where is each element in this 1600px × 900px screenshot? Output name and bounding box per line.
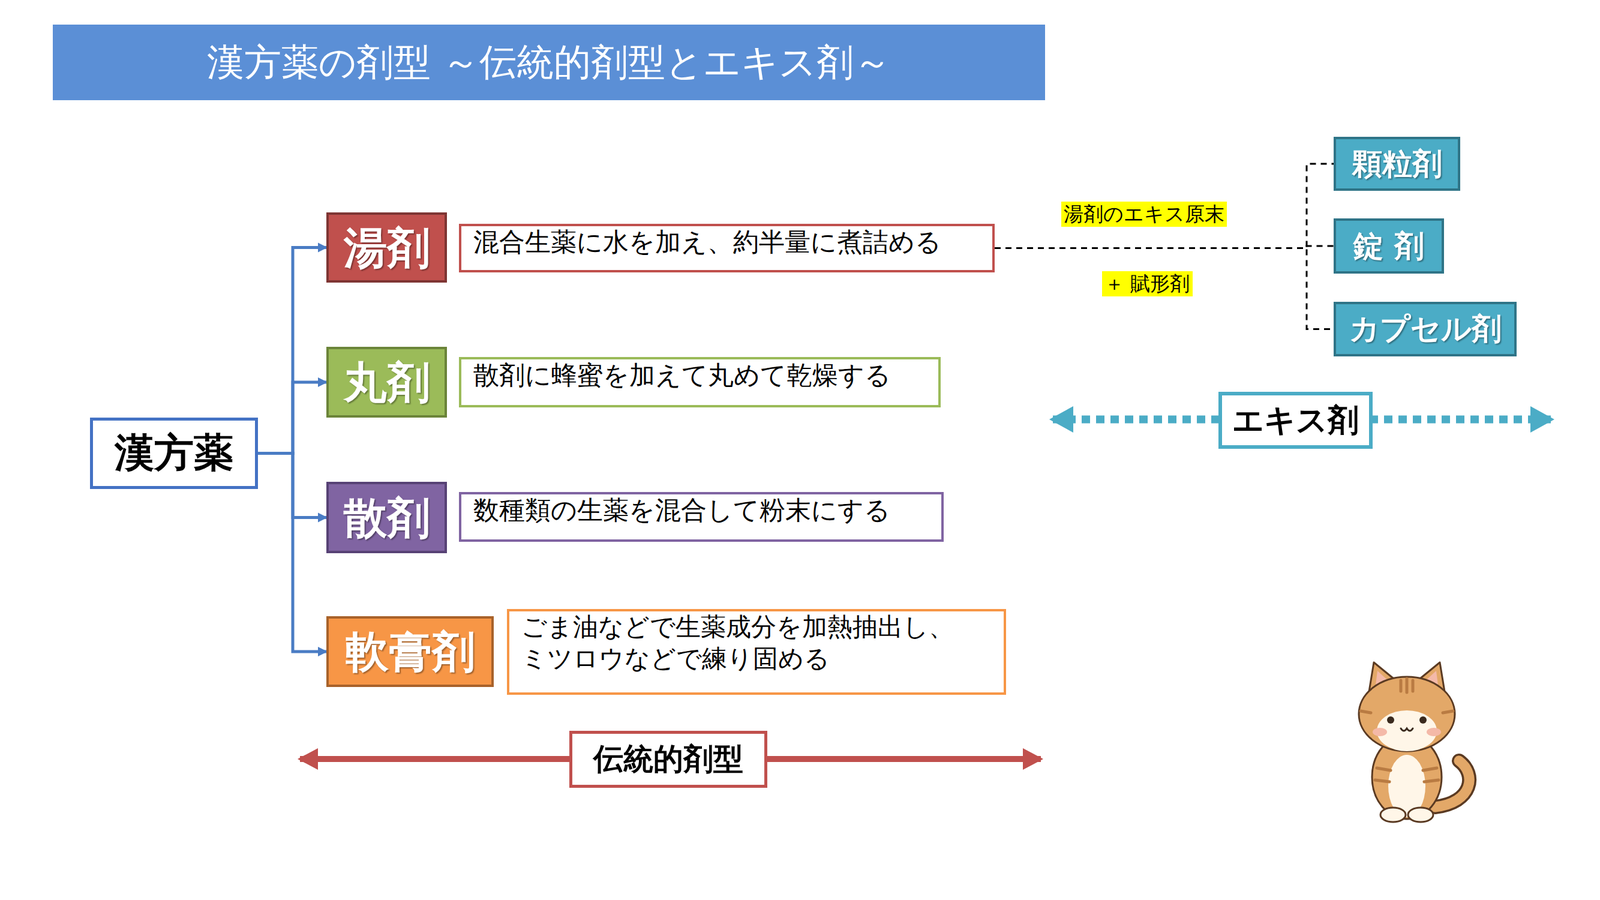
dosage-form-box: 軟膏剤 xyxy=(326,616,494,687)
title-banner: 漢方薬の剤型 ～伝統的剤型とエキス剤～ xyxy=(52,24,1046,101)
connector-group xyxy=(257,163,1334,652)
connector-line xyxy=(257,453,327,518)
node-text: 湯剤 xyxy=(343,220,431,275)
root-box: 漢方薬 xyxy=(89,417,258,489)
node-text: 丸剤 xyxy=(343,355,431,410)
node-text: 散剤に蜂蜜を加えて丸めて乾燥する xyxy=(473,359,891,392)
dosage-form-box: 丸剤 xyxy=(326,346,447,418)
annotation-label: ＋ 賦形剤 xyxy=(1102,271,1193,297)
node-text: 数種類の生薬を混合して粉末にする xyxy=(473,494,891,527)
node-text: ごま油などで生薬成分を加熱抽出し、 ミツロウなどで練り固める xyxy=(521,611,992,675)
branch-arrow xyxy=(257,453,327,518)
extract-form-box: カプセル剤 xyxy=(1333,301,1517,357)
dashed-connector xyxy=(994,248,1334,330)
branch-arrow xyxy=(257,247,327,454)
cat-illustration xyxy=(1358,662,1470,822)
description-box: 数種類の生薬を混合して粉末にする xyxy=(458,491,944,542)
node-text: 漢方薬 xyxy=(114,428,234,479)
node-text: 錠 剤 xyxy=(1353,227,1424,266)
description-box: ごま油などで生薬成分を加熱抽出し、 ミツロウなどで練り固める xyxy=(506,608,1007,695)
node-text: 伝統的剤型 xyxy=(593,740,744,779)
dosage-form-box: 散剤 xyxy=(326,481,447,554)
extract-form-box: 錠 剤 xyxy=(1333,218,1445,274)
node-text: カプセル剤 xyxy=(1349,310,1502,348)
branch-arrow xyxy=(257,382,327,454)
category-tag: エキス剤 xyxy=(1218,391,1373,449)
dashed-connector xyxy=(994,163,1334,249)
description-box: 混合生薬に水を加え、約半量に煮詰める xyxy=(458,223,995,273)
description-box: 散剤に蜂蜜を加えて丸めて乾燥する xyxy=(458,356,941,408)
node-text: エキス剤 xyxy=(1232,400,1359,440)
connector-line xyxy=(257,382,327,454)
connector-line xyxy=(257,453,327,653)
category-tag: 伝統的剤型 xyxy=(569,730,768,788)
connector-line xyxy=(994,245,1334,249)
node-text: 散剤 xyxy=(343,490,431,545)
node-text: 軟膏剤 xyxy=(345,624,476,679)
dashed-connector xyxy=(994,245,1334,249)
dosage-form-box: 湯剤 xyxy=(326,212,447,283)
connector-line xyxy=(257,247,327,454)
annotation-label: 湯剤のエキス原末 xyxy=(1061,201,1227,227)
node-text: 顆粒剤 xyxy=(1352,145,1443,183)
branch-arrow xyxy=(257,453,327,653)
connector-line xyxy=(994,248,1334,330)
connector-line xyxy=(994,163,1334,249)
extract-form-box: 顆粒剤 xyxy=(1333,136,1461,191)
title-text: 漢方薬の剤型 ～伝統的剤型とエキス剤～ xyxy=(206,37,892,88)
node-text: 混合生薬に水を加え、約半量に煮詰める xyxy=(473,226,942,259)
